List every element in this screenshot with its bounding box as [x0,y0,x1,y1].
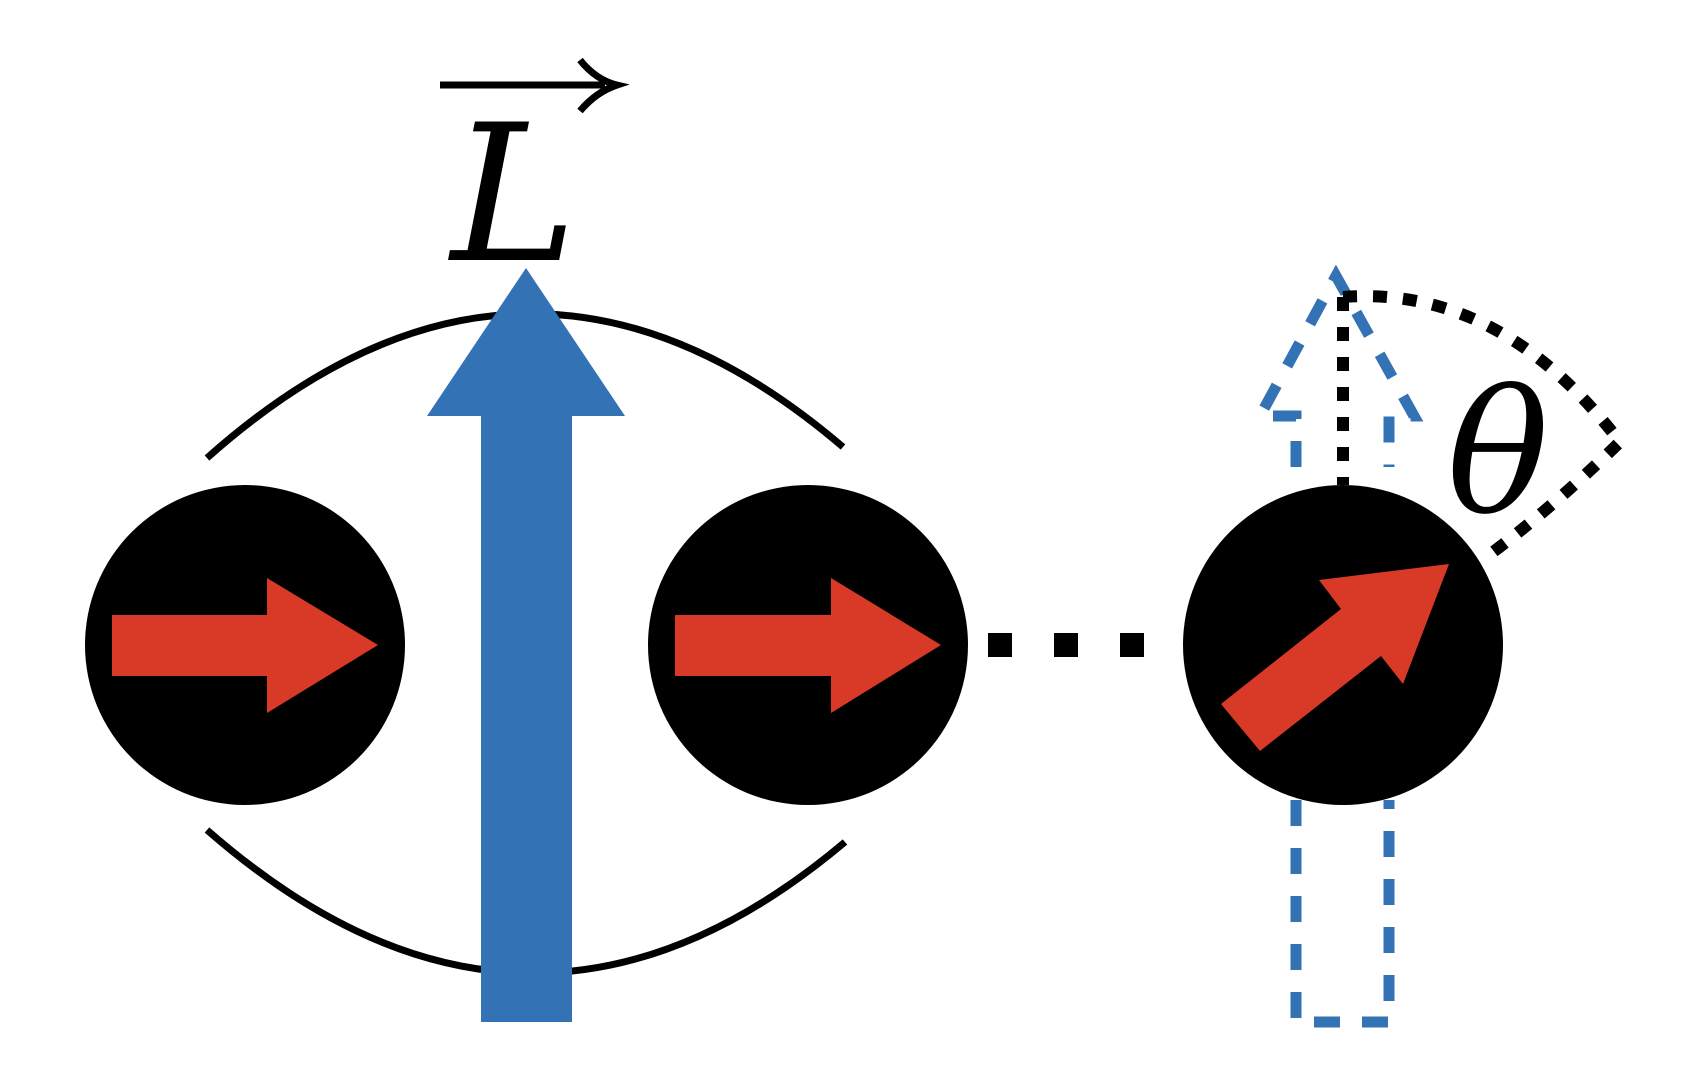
angular-momentum-symbol: L [448,84,577,305]
angular-momentum-label: L [440,57,630,305]
spin-arrow-right [1221,564,1449,751]
particle-left [85,485,405,805]
angular-momentum-arrow [427,268,625,1022]
reference-arrow-outline [1250,264,1424,467]
spin-arrow-left [112,578,378,713]
particle-middle [648,485,968,805]
angle-label: θ [1447,355,1549,553]
overrightarrow-icon [440,57,630,114]
reference-arrow-outline-lower [1290,800,1395,1028]
spin-arrow-middle [675,578,941,713]
